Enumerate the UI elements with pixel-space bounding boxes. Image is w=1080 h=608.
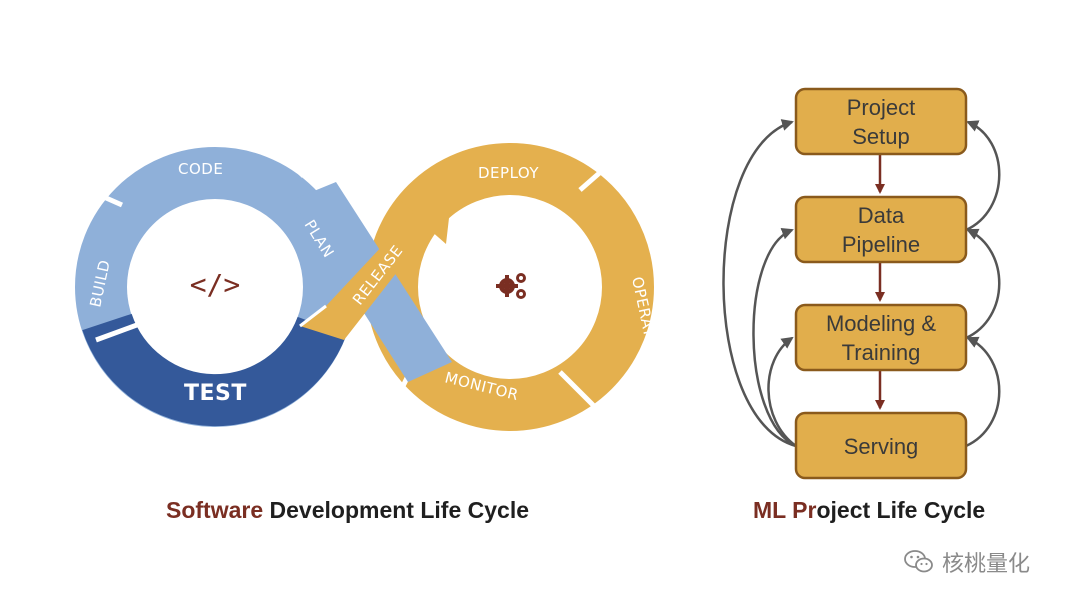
- segment-code-label: CODE: [178, 160, 223, 178]
- segment-deploy-label: DEPLOY: [478, 164, 539, 182]
- sdlc-caption: Software Development Life Cycle: [166, 497, 529, 524]
- ml-box-line: Serving: [844, 434, 919, 459]
- sdlc-caption-accent: Software: [166, 497, 264, 523]
- ml-caption: ML Project Life Cycle: [753, 497, 985, 524]
- ml-caption-accent: ML Pr: [753, 497, 817, 523]
- wechat-icon: [904, 550, 933, 573]
- test-segment: [82, 313, 347, 427]
- sdlc-caption-rest: Development Life Cycle: [263, 497, 529, 523]
- ml-box-line: Modeling &: [826, 311, 936, 336]
- ml-box-data-pipeline: Data Pipeline: [794, 195, 968, 264]
- ml-box-project-setup: Project Setup: [794, 87, 968, 156]
- ml-box-line: Training: [842, 340, 921, 365]
- release-band: [300, 192, 452, 340]
- watermark: 核桃量化: [904, 546, 1030, 578]
- ml-box-modeling-training: Modeling & Training: [794, 303, 968, 372]
- segment-test-label: TEST: [184, 381, 247, 406]
- ml-box-serving: Serving: [794, 411, 968, 480]
- gears-icon: [496, 273, 526, 299]
- watermark-text: 核桃量化: [942, 552, 1031, 577]
- ml-box-line: Data: [858, 203, 905, 228]
- ml-left-feedback-arrows: [722, 119, 797, 448]
- infinity-loop: CODE BUILD TEST PLAN RELEASE DEPLOY OPER…: [75, 143, 661, 431]
- ml-box-line: Setup: [852, 124, 910, 149]
- code-icon: </>: [190, 268, 241, 301]
- ml-box-line: Pipeline: [842, 232, 920, 257]
- ml-lifecycle: Project Setup Data Pipeline Modeling & T…: [722, 87, 1001, 480]
- ml-right-feedback-arrows: [965, 120, 1001, 448]
- ml-caption-rest: oject Life Cycle: [816, 497, 986, 523]
- ml-box-line: Project: [847, 95, 915, 120]
